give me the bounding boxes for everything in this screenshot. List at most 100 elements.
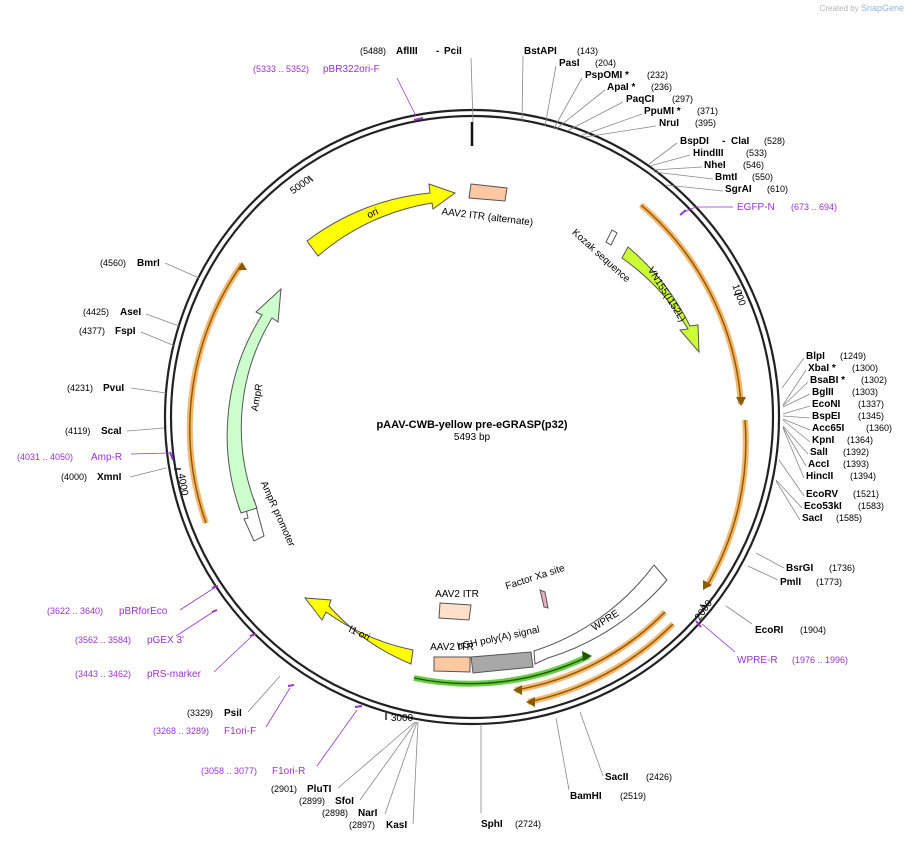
leader-paqci (566, 101, 624, 132)
site-name-xbai[interactable]: XbaI * (808, 363, 836, 374)
site-name-fspi[interactable]: FspI (115, 326, 136, 337)
site-name-asei[interactable]: AseI (120, 307, 141, 318)
site-name-sali[interactable]: SalI (810, 447, 828, 458)
feature-label-aav2-itr-alternate[interactable]: AAV2 ITR (alternate) (441, 206, 534, 228)
site-name-acci[interactable]: AccI (808, 459, 829, 470)
orf-arc-1 (639, 202, 744, 405)
site-name-bsabi[interactable]: BsaBI * (810, 375, 845, 386)
site-sep-bspdi: - (722, 136, 725, 147)
primer-range-f1ori-f: (3268 .. 3289) (153, 726, 209, 736)
site-pos-bglii: (1303) (852, 387, 878, 397)
site-name-ppumi[interactable]: PpuMI * (644, 106, 681, 117)
primer-labels: (5333 .. 5352) pBR322ori-F EGFP-N (673 .… (17, 64, 848, 777)
site-pos-nhei: (546) (743, 160, 764, 170)
site-pos-ecori: (1904) (800, 625, 826, 635)
leader-bsabi (782, 381, 809, 407)
feature-label-f1-ori[interactable]: f1 ori (347, 624, 372, 643)
feature-label-ampr-promoter[interactable]: AmpR promoter (258, 480, 297, 550)
site-name-bmti[interactable]: BmtI (715, 172, 737, 183)
feature-label-aav2-itr-2[interactable]: AAV2 ITR (430, 642, 474, 653)
site-name-bspei[interactable]: BspEI (812, 411, 841, 422)
site-name-sphi[interactable]: SphI (481, 819, 503, 830)
leader-blpi (781, 357, 805, 389)
site-name-ecori[interactable]: EcoRI (755, 625, 784, 636)
site-name-blpi[interactable]: BlpI (806, 351, 825, 362)
site-name-aflIII[interactable]: AflIII (396, 46, 418, 57)
orf-arcs (186, 202, 749, 705)
site-pos-econi: (1337) (858, 399, 884, 409)
leader-sfoi (359, 721, 417, 801)
site-name-drui[interactable]: NruI (659, 118, 679, 129)
site-name-acc65i[interactable]: Acc65I (812, 423, 844, 434)
site-name-scai[interactable]: ScaI (101, 426, 122, 437)
site-name-nhei[interactable]: NheI (704, 160, 726, 171)
primer-name-f1ori-r[interactable]: F1ori-R (272, 766, 305, 777)
site-name-paqci[interactable]: PaqCI (626, 94, 655, 105)
site-name-clai[interactable]: ClaI (731, 136, 750, 147)
feature-ori (306, 183, 457, 257)
leader-lines (126, 55, 811, 825)
primer-mark-f1ori-r (354, 705, 363, 708)
primer-name-wpre[interactable]: WPRE-R (737, 655, 778, 666)
leader-bamhi (555, 717, 570, 791)
feature-label-factor-xa[interactable]: Factor Xa site (504, 563, 566, 593)
site-pos-hindiii: (533) (746, 148, 767, 158)
site-name-kasi[interactable]: KasI (386, 820, 407, 831)
site-pos-sgrai: (610) (767, 184, 788, 194)
site-name-ecorv[interactable]: EcoRV (806, 489, 838, 500)
site-name-apai[interactable]: ApaI * (607, 82, 635, 93)
site-name-bspdi[interactable]: BspDI (680, 136, 709, 147)
primer-name-ampr[interactable]: Amp-R (91, 452, 122, 463)
site-name-sacii[interactable]: SacII (605, 772, 629, 783)
orf-arc-1-line (640, 204, 742, 405)
primer-name-pbr322ori[interactable]: pBR322ori-F (323, 64, 380, 75)
site-name-econi[interactable]: EcoNI (812, 399, 841, 410)
primer-name-pgex[interactable]: pGEX 3' (147, 635, 184, 646)
site-name-pluti[interactable]: PluTI (307, 784, 332, 795)
site-name-psii[interactable]: PsiI (224, 708, 242, 719)
site-name-hindiii[interactable]: HindIII (693, 148, 724, 159)
primer-leader-egfp (683, 206, 733, 213)
feature-bgh-polya (470, 651, 534, 674)
site-name-bsrgi[interactable]: BsrGI (786, 563, 813, 574)
site-pos-bmti: (550) (752, 172, 773, 182)
primer-mark-f1ori-f (287, 684, 295, 687)
site-name-pvui[interactable]: PvuI (103, 383, 124, 394)
feature-label-aav2-itr-3[interactable]: AAV2 ITR (435, 589, 479, 600)
site-pos-acc65i: (1360) (866, 423, 892, 433)
site-name-bglii[interactable]: BglII (812, 387, 834, 398)
primer-name-prs[interactable]: pRS-marker (147, 669, 202, 680)
site-name-xmni[interactable]: XmnI (97, 472, 122, 483)
primer-mark-wpre (695, 620, 702, 628)
site-name-bmri[interactable]: BmrI (137, 258, 160, 269)
primer-name-egfp[interactable]: EGFP-N (737, 202, 775, 213)
site-name-sgrai[interactable]: SgrAI (725, 184, 752, 195)
leader-psii (247, 675, 281, 713)
leader-bspdi (648, 142, 678, 165)
feature-label-ori[interactable]: ori (365, 206, 380, 221)
site-pos-paqci: (297) (672, 94, 693, 104)
tick-5000 (307, 175, 314, 182)
site-name-pmli[interactable]: PmlI (780, 577, 801, 588)
site-name-bstapi[interactable]: BstAPI (524, 46, 557, 57)
features (226, 183, 700, 674)
site-name-pcii[interactable]: PciI (444, 46, 462, 57)
site-name-pasi[interactable]: PasI (559, 58, 580, 69)
site-name-eco53ki[interactable]: Eco53kI (804, 501, 842, 512)
site-name-sfoi[interactable]: SfoI (335, 796, 354, 807)
feature-label-ampr[interactable]: AmpR (250, 383, 266, 412)
site-name-hincii[interactable]: HincII (806, 471, 833, 482)
site-name-pspomi[interactable]: PspOMI * (585, 70, 629, 81)
primer-name-pbrforeco[interactable]: pBRforEco (119, 606, 168, 617)
site-name-nari[interactable]: NarI (358, 808, 378, 819)
site-name-bamhi[interactable]: BamHI (570, 791, 602, 802)
site-name-kpni[interactable]: KpnI (812, 435, 834, 446)
primer-range-egfp: (673 .. 694) (791, 202, 837, 212)
primer-name-f1ori-f[interactable]: F1ori-F (224, 726, 256, 737)
primer-leader-f1ori-r (316, 709, 358, 767)
site-name-saci[interactable]: SacI (802, 513, 823, 524)
site-pos-fspi: (4377) (79, 326, 105, 336)
feature-label-vn155[interactable]: VN155(I152L) (645, 265, 687, 324)
site-pos-sacii: (2426) (646, 772, 672, 782)
site-pos-pasi: (204) (595, 58, 616, 68)
